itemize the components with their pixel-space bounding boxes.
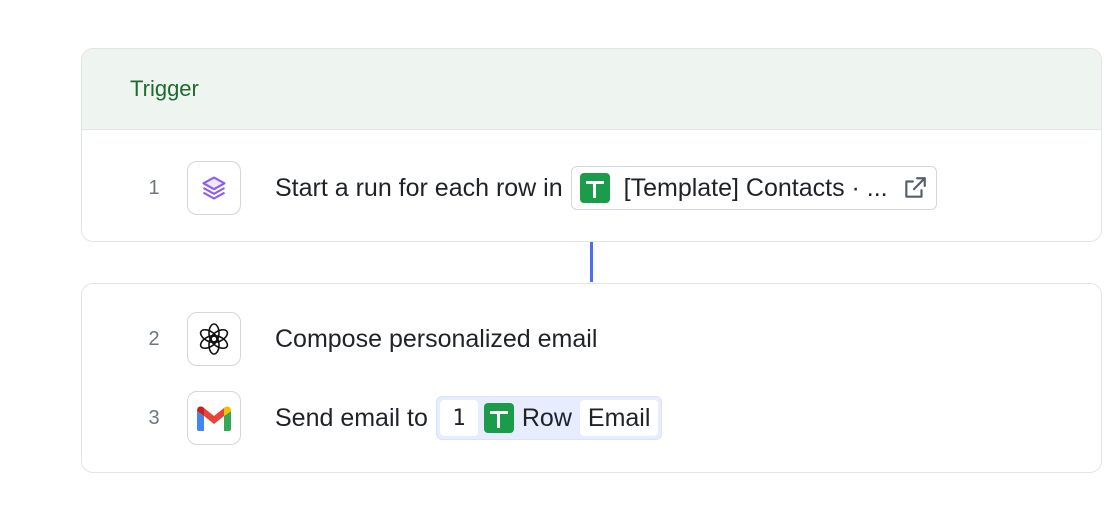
step-connector — [590, 242, 593, 282]
google-sheets-icon — [579, 173, 610, 203]
openai-icon — [187, 312, 241, 366]
variable-chip[interactable]: 1 Row Email — [435, 396, 663, 440]
step-text: Send email to — [275, 403, 428, 432]
step-description: Compose personalized email — [275, 325, 597, 354]
gmail-icon — [187, 391, 241, 445]
trigger-header: Trigger — [82, 49, 1101, 130]
google-sheets-icon — [483, 403, 514, 433]
workflow-step-3[interactable]: 3 Send email to 1 Row Email — [82, 390, 1101, 446]
trigger-header-title: Trigger — [130, 76, 199, 101]
workflow-step-2[interactable]: 2 Compose personalized email — [82, 311, 1101, 367]
external-link-icon[interactable] — [902, 175, 928, 201]
workflow-step-1[interactable]: 1 Start a run for each row in [Template]… — [82, 160, 1101, 216]
layers-icon — [187, 161, 241, 215]
variable-source-label: Row — [521, 403, 572, 432]
step-number: 2 — [148, 327, 160, 350]
spreadsheet-chip[interactable]: [Template] Contacts · ... — [570, 166, 937, 210]
step-text: Compose personalized email — [275, 324, 598, 353]
actions-card: 2 Compose personalized email 3 — [81, 283, 1102, 473]
variable-step-ref: 1 — [439, 400, 478, 436]
step-number: 3 — [148, 406, 160, 429]
spreadsheet-chip-label: [Template] Contacts · ... — [623, 173, 888, 202]
variable-field: Email — [579, 400, 659, 436]
step-description: Send email to 1 Row Email — [275, 396, 663, 440]
trigger-card: Trigger 1 Start a run for each row in [T… — [81, 48, 1102, 242]
step-text: Start a run for each row in — [275, 173, 563, 202]
step-number: 1 — [148, 176, 160, 199]
step-description: Start a run for each row in [Template] C… — [275, 166, 937, 210]
